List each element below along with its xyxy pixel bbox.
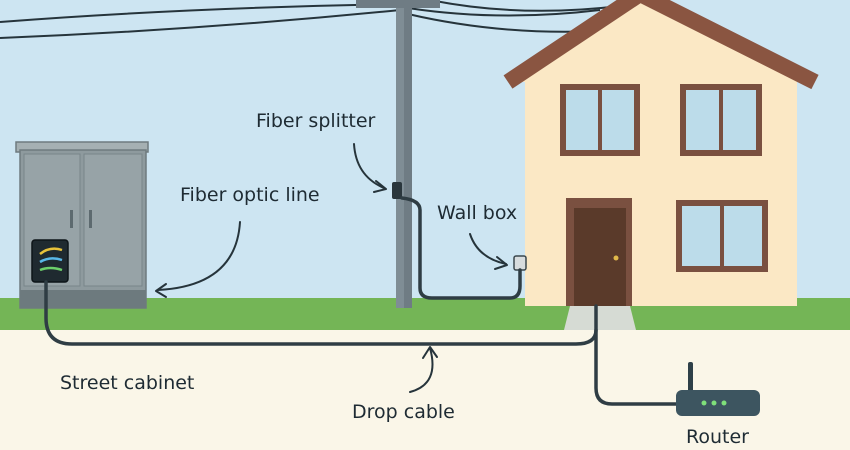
utility-pole: [356, 0, 440, 308]
label-wall-box: Wall box: [437, 202, 518, 224]
wall-box: [513, 255, 527, 271]
house-to-router-cable: [594, 328, 680, 406]
overhead-wires: [0, 0, 641, 39]
window-upper-right: [680, 84, 762, 156]
window-lower-right: [676, 200, 768, 272]
fiber-terminal-icon: [31, 239, 69, 283]
label-router: Router: [686, 426, 749, 448]
cables: [44, 196, 680, 406]
label-street-cabinet: Street cabinet: [60, 372, 195, 394]
window-upper-left: [560, 84, 640, 156]
fiber-splitter-box: [392, 182, 402, 199]
house: [503, 0, 819, 330]
doorstep: [564, 306, 636, 330]
label-fiber-splitter: Fiber splitter: [256, 110, 376, 132]
street-cabinet: [15, 141, 149, 309]
callout-arrows: [155, 143, 508, 393]
label-drop-cable: Drop cable: [352, 401, 455, 423]
antenna-icon: [688, 362, 693, 392]
arrow-wall-box: [469, 233, 507, 265]
label-fiber-optic-line: Fiber optic line: [180, 184, 320, 206]
splitter-to-wallbox-cable: [400, 196, 522, 300]
front-door: [566, 198, 632, 306]
router: [676, 362, 760, 416]
arrow-fiber-splitter: [353, 143, 385, 189]
arrow-drop-cable: [409, 347, 434, 393]
arrow-fiber-optic-line: [157, 221, 241, 291]
